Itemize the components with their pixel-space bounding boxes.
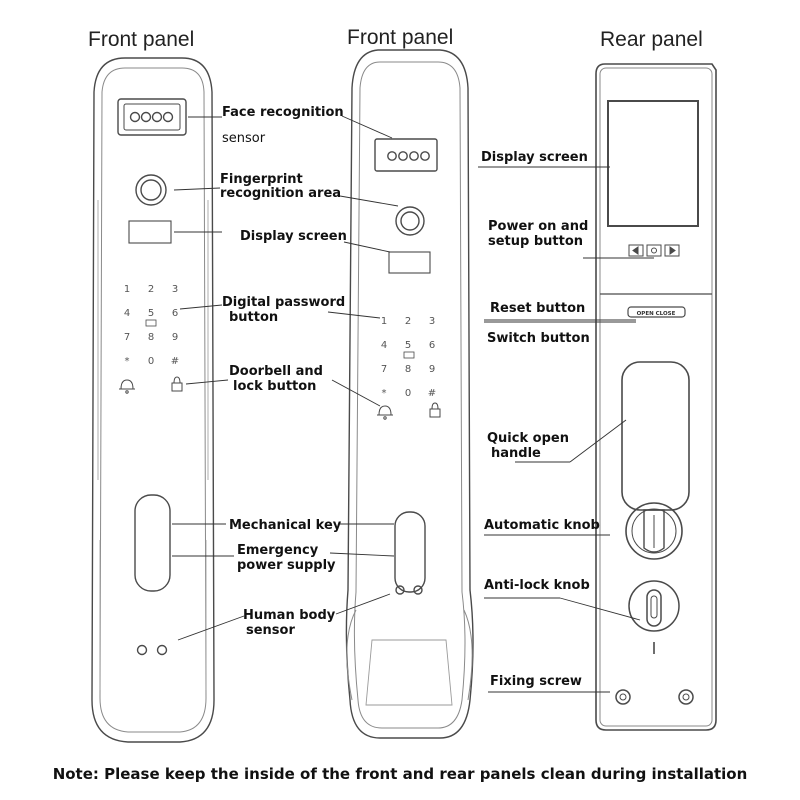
rear-power-setup-buttons [628, 244, 680, 257]
left-keypad-key-10: 0 [148, 356, 154, 367]
middle-keypad-key-1: 2 [405, 316, 411, 327]
label-human-body-sensor: sensor [246, 623, 295, 638]
left-fingerprint-area [135, 174, 167, 206]
rear-panel [595, 63, 717, 731]
middle-keypad-key-11: # [428, 388, 436, 399]
left-keypad-key-2: 3 [172, 284, 178, 295]
label-fixing-screw: Fixing screw [490, 674, 582, 689]
left-keypad-key-11: # [171, 356, 179, 367]
label-face-recognition: Face recognition [222, 105, 344, 120]
label-digital-password: Digital password [222, 295, 346, 310]
middle-human-body-sensor-1 [395, 585, 405, 595]
label-automatic-knob: Automatic knob [484, 518, 600, 533]
middle-front-panel [345, 49, 474, 739]
middle-keypad-key-5: 6 [429, 340, 435, 351]
title-front-panel-middle: Front panel [347, 26, 454, 49]
label-emergency: Emergency [237, 543, 319, 558]
rear-anti-lock-knob [628, 580, 680, 654]
installation-note: Note: Please keep the inside of the fron… [52, 765, 748, 783]
rear-display-screen [607, 100, 699, 227]
padlock-icon [429, 402, 441, 418]
left-keypad-key-7: 8 [148, 332, 154, 343]
label-quick-open: Quick open [487, 431, 569, 446]
label-lock-button: lock button [233, 379, 317, 394]
label-setup-button: setup button [488, 234, 584, 249]
label-mechanical-key: Mechanical key [229, 518, 342, 533]
label-power-on: Power on and [488, 219, 589, 234]
left-front-panel [91, 57, 215, 743]
label-doorbell: Doorbell and [229, 364, 323, 379]
rear-reset-switch-strip [627, 306, 686, 318]
left-mechanical-key-cover [134, 494, 171, 592]
label-handle: handle [491, 446, 541, 461]
middle-keypad-key-7: 8 [405, 364, 411, 375]
left-keypad-key-5: 6 [172, 308, 178, 319]
middle-keypad-key-8: 9 [429, 364, 435, 375]
rear-switch-text: OPEN CLOSE [637, 311, 676, 317]
left-human-body-sensor-2 [156, 644, 168, 656]
middle-fingerprint-area [395, 206, 425, 236]
middle-face-recognition-sensor [374, 138, 438, 172]
label-display-screen-front: Display screen [240, 229, 347, 244]
middle-keypad-key-4: 5 [405, 340, 411, 351]
left-keypad-key-9: * [125, 356, 130, 367]
label-digital-password-button: button [229, 310, 279, 325]
middle-keypad-key-6: 7 [381, 364, 387, 375]
rear-fixing-screw-left [615, 689, 631, 705]
left-keypad-key-0: 1 [124, 284, 130, 295]
rear-automatic-knob [625, 502, 683, 560]
middle-keypad-key-0: 1 [381, 316, 387, 327]
left-display-screen [128, 220, 172, 244]
left-digital-password-keypad: 1 2 3 4 5 6 7 8 9 * 0 # [124, 284, 179, 367]
label-anti-lock-knob: Anti-lock knob [484, 578, 590, 593]
middle-mechanical-key-cover [394, 511, 426, 593]
left-keypad-key-3: 4 [124, 308, 130, 319]
leader-lines [172, 115, 654, 693]
middle-digital-password-keypad: 1 2 3 4 5 6 7 8 9 * 0 # [381, 316, 436, 399]
left-keypad-key-8: 9 [172, 332, 178, 343]
bell-icon [119, 379, 135, 394]
label-switch-button: Switch button [487, 331, 590, 346]
left-human-body-sensor-1 [136, 644, 148, 656]
label-fingerprint-area: recognition area [220, 186, 342, 201]
middle-keypad-key-9: * [382, 388, 387, 399]
label-face-recognition-sensor: sensor [222, 131, 266, 146]
left-keypad-key-4: 5 [148, 308, 154, 319]
padlock-icon [171, 376, 183, 392]
label-display-screen-rear: Display screen [481, 150, 588, 165]
middle-keypad-key-3: 4 [381, 340, 387, 351]
left-keypad-key-1: 2 [148, 284, 154, 295]
rear-fixing-screw-right [678, 689, 694, 705]
left-keypad-key-6: 7 [124, 332, 130, 343]
middle-keypad-key-10: 0 [405, 388, 411, 399]
middle-keypad-key-2: 3 [429, 316, 435, 327]
middle-human-body-sensor-2 [413, 585, 423, 595]
left-face-recognition-sensor [117, 98, 187, 136]
label-human-body: Human body [243, 608, 336, 623]
label-power-supply: power supply [237, 558, 336, 573]
title-front-panel-left: Front panel [88, 28, 195, 51]
label-reset-button: Reset button [490, 301, 586, 316]
middle-display-screen [388, 251, 431, 274]
bell-icon [377, 405, 393, 420]
rear-quick-open-handle [621, 361, 690, 511]
title-rear-panel: Rear panel [600, 28, 703, 51]
label-fingerprint: Fingerprint [220, 172, 303, 187]
